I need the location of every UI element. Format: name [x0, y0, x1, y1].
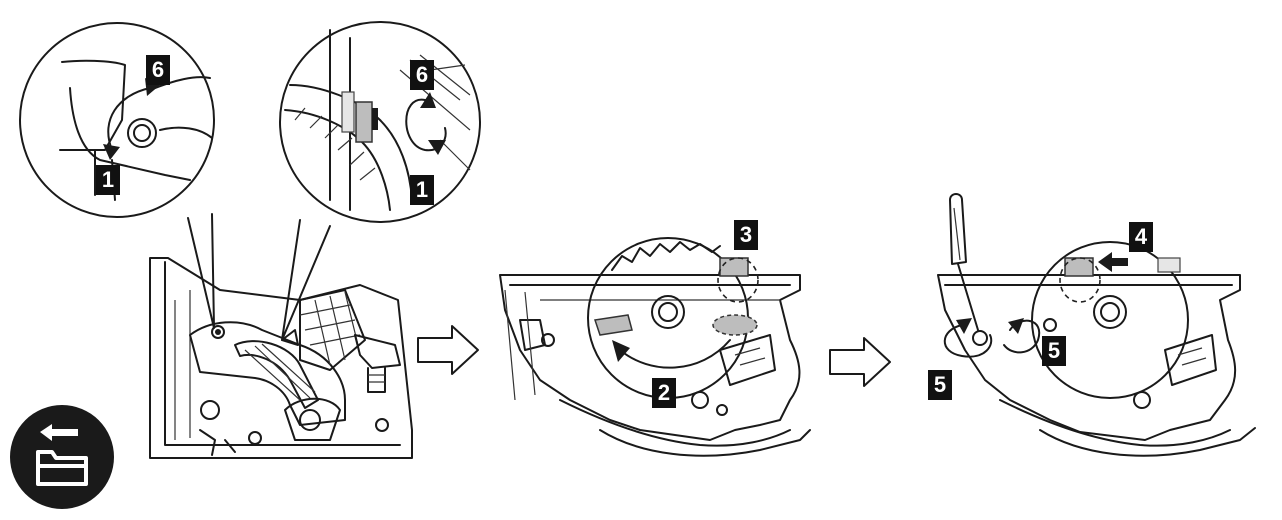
panel-guard-rotate	[499, 237, 811, 457]
callout-3: 3	[734, 220, 758, 250]
zoom-circle-b	[284, 29, 471, 211]
back-folder-icon[interactable]	[10, 405, 114, 509]
flow-arrow-1	[417, 325, 479, 375]
flow-arrow-2	[829, 337, 891, 387]
callout-1-left: 1	[96, 165, 120, 195]
callout-6-left: 6	[146, 55, 170, 85]
callout-6-right: 6	[410, 60, 434, 90]
callout-5-left: 5	[928, 370, 952, 400]
callout-2: 2	[652, 378, 676, 408]
panel-tighten-screws	[937, 193, 1256, 457]
callout-5-right: 5	[1042, 336, 1066, 366]
callout-1-right: 1	[410, 175, 434, 205]
callout-4: 4	[1129, 222, 1153, 252]
zoom-circle-a	[59, 59, 213, 201]
panel-base-adjustment	[19, 21, 481, 459]
